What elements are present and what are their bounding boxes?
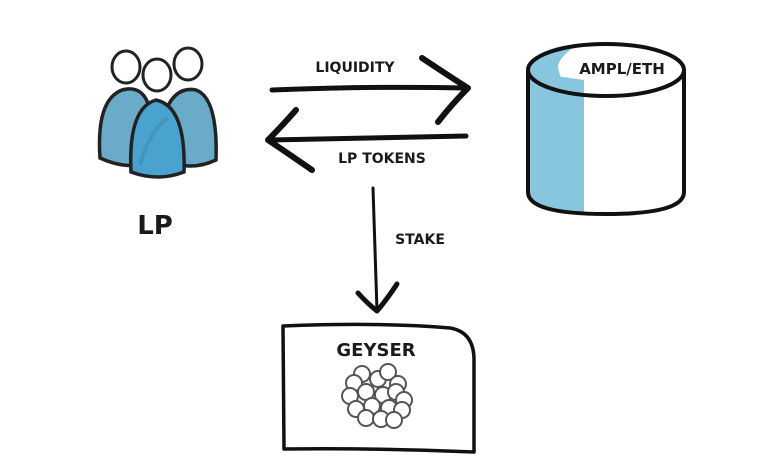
- people-group-icon: [97, 46, 218, 179]
- geyser-label: GEYSER: [336, 340, 415, 361]
- liquidity-label: LIQUIDITY: [315, 60, 395, 76]
- person-front: [128, 57, 186, 179]
- geyser-box: [281, 322, 476, 454]
- lp-label: LP: [137, 211, 173, 241]
- token-cluster-icon: [341, 363, 413, 429]
- pool-label: AMPL/ETH: [579, 60, 665, 78]
- liquidity-arrow: [269, 55, 471, 125]
- stake-label: STAKE: [395, 232, 445, 248]
- lp-tokens-arrow: [265, 107, 469, 173]
- token-circle: [385, 411, 403, 429]
- token-circle: [379, 363, 397, 381]
- stake-arrow: [355, 186, 400, 314]
- token-circle: [357, 409, 375, 427]
- lp-tokens-label: LP TOKENS: [338, 151, 426, 167]
- database-cylinder-icon: [526, 42, 686, 216]
